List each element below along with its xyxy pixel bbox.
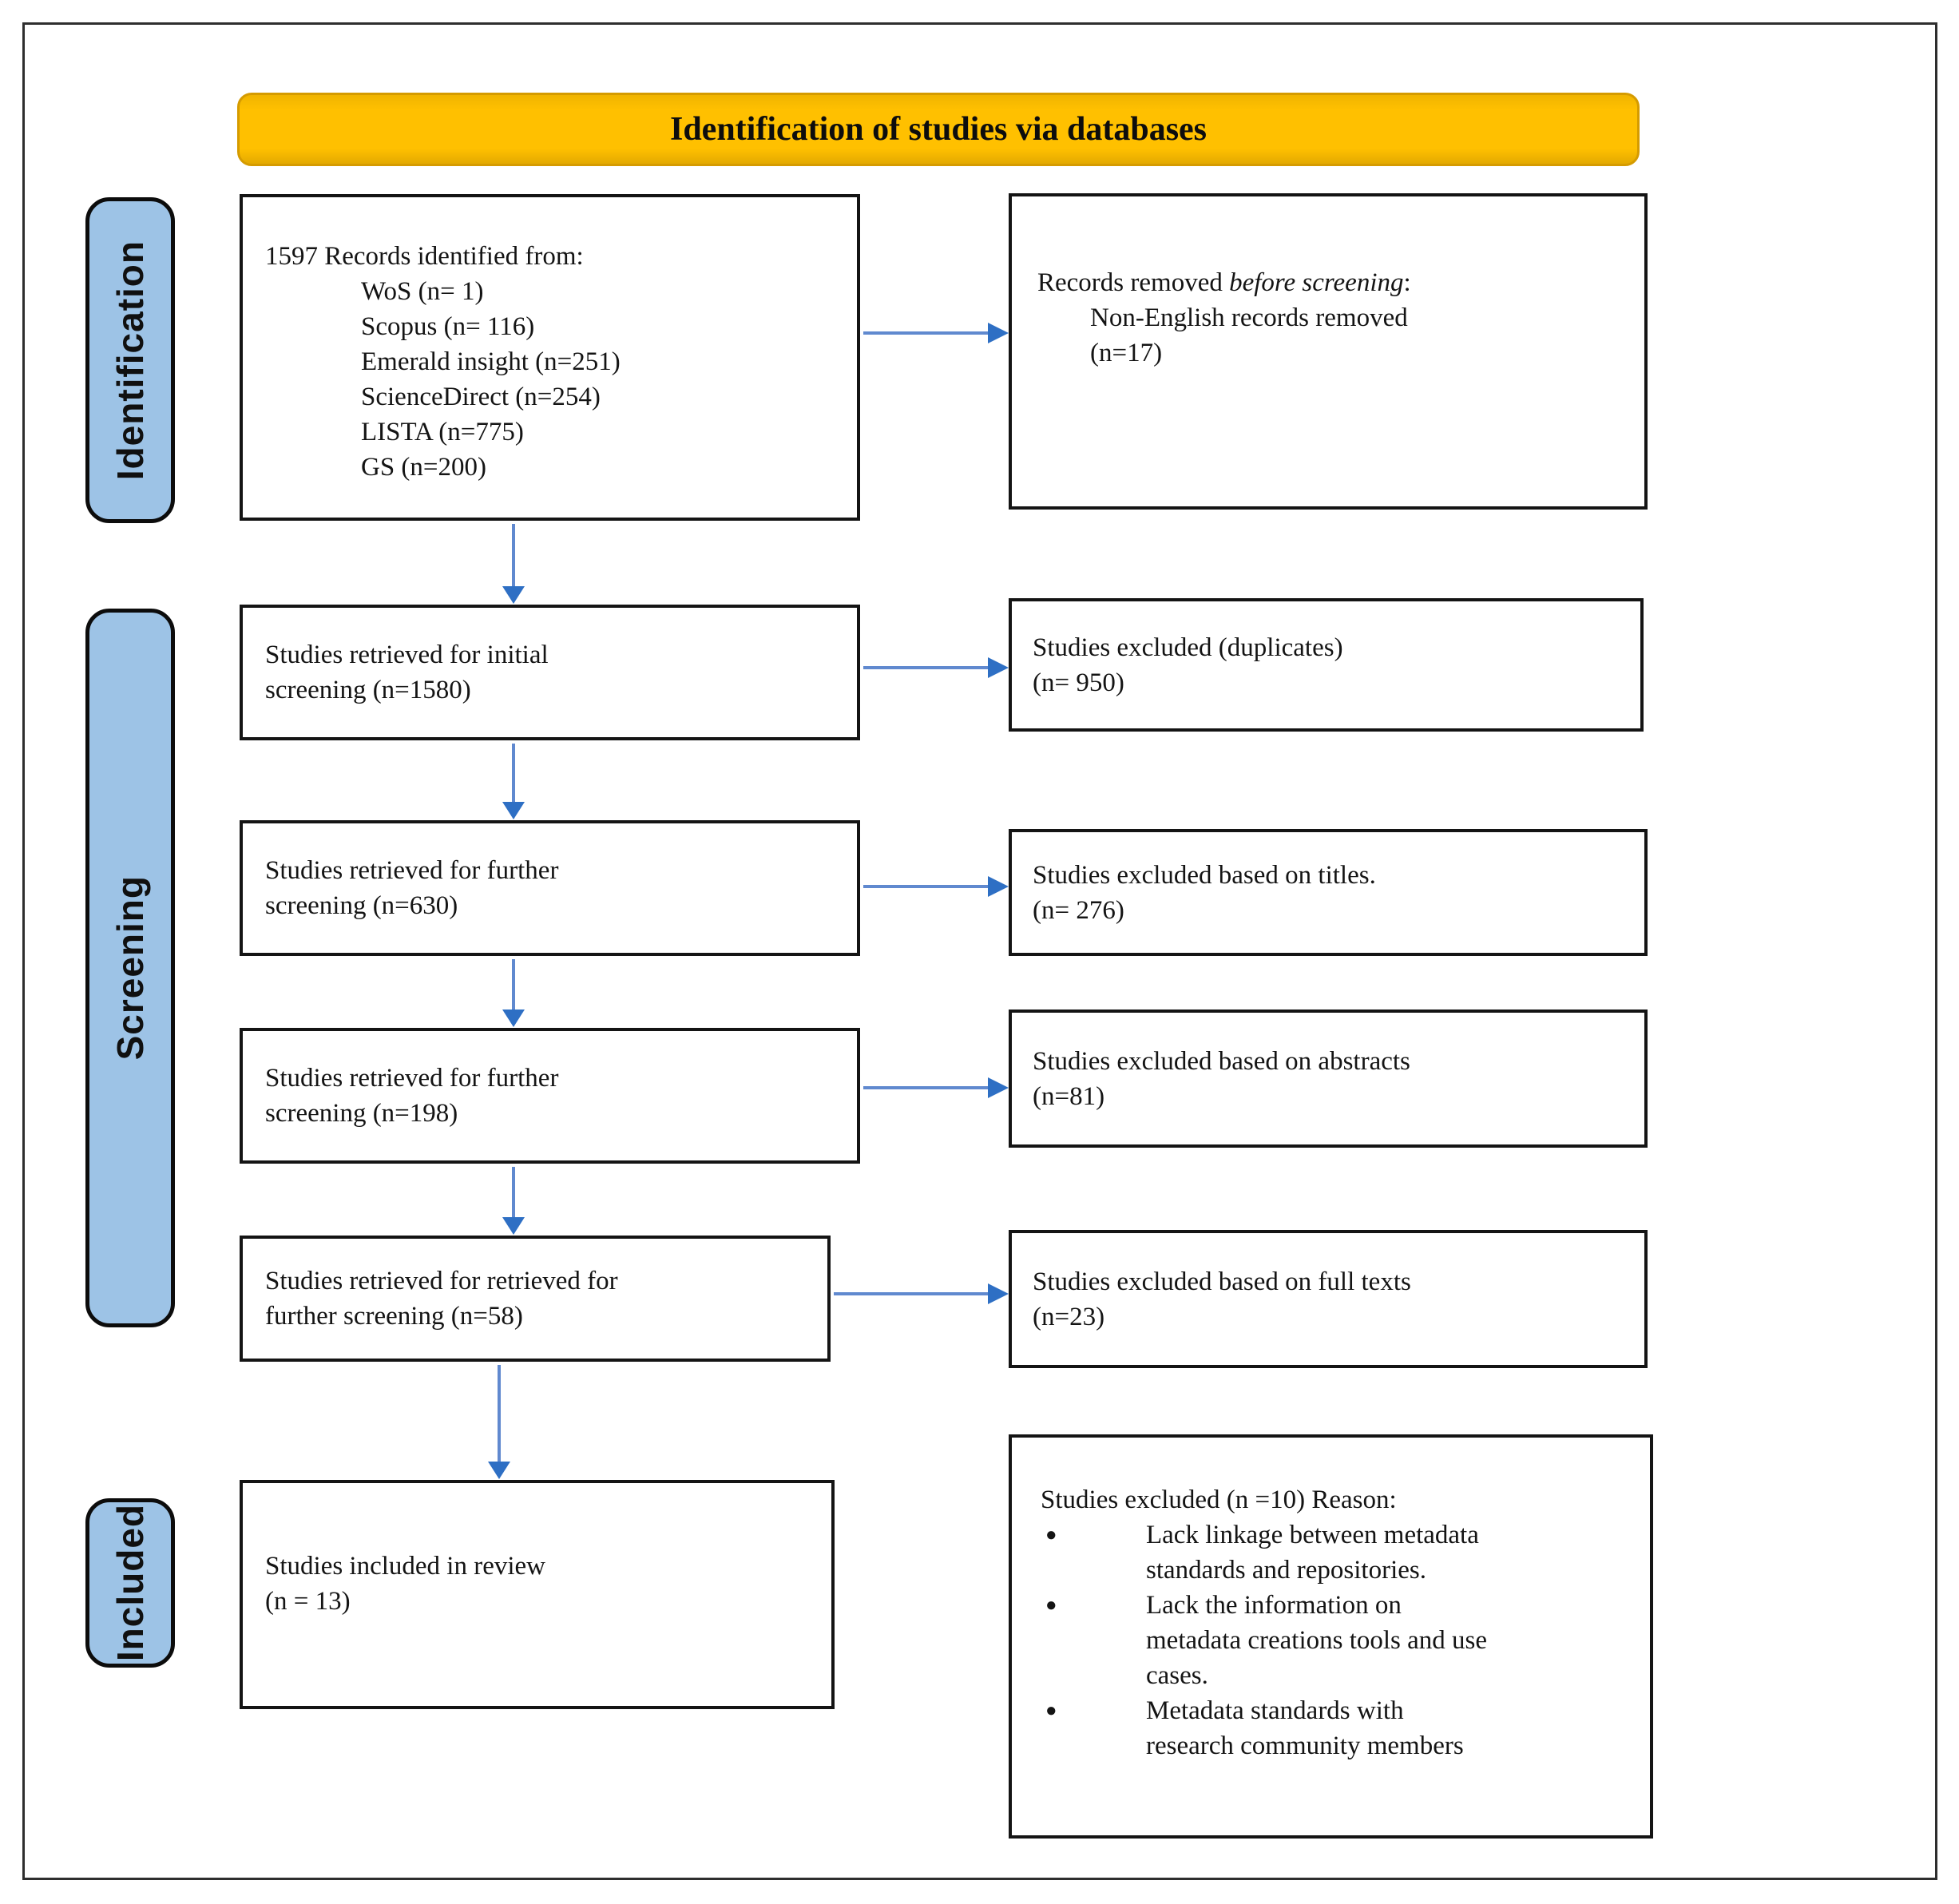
box-excluded-abstracts: Studies excluded based on abstracts (n=8… — [1009, 1010, 1648, 1148]
source-item: WoS (n= 1) — [361, 277, 484, 306]
arrow-shaft — [498, 1365, 501, 1463]
arrow-initial-to-duplicates — [863, 657, 1009, 678]
box-text-line: metadata creations tools and use — [1146, 1626, 1488, 1655]
box-text-line: screening (n=630) — [265, 891, 458, 920]
box-included-review: Studies included in review (n = 13) — [240, 1480, 835, 1709]
stage-label-screening: Screening — [109, 875, 151, 1061]
box-text-line: Records removed before screening: — [1037, 265, 1633, 300]
box-text-line: (n=17) — [1090, 339, 1163, 367]
arrowhead-icon — [988, 657, 1009, 678]
arrow-shaft — [512, 1167, 515, 1219]
box-text-line: further screening (n=58) — [265, 1302, 523, 1331]
arrow-shaft — [512, 744, 515, 803]
box-text-line: standards and repositories. — [1146, 1556, 1426, 1585]
box-removed-before-screening: Records removed before screening: Non-En… — [1009, 193, 1648, 510]
source-item: Emerald insight (n=251) — [361, 347, 621, 376]
reason-text: Lack the information on metadata creatio… — [1146, 1588, 1487, 1693]
arrow-shaft — [863, 1086, 991, 1089]
source-item: GS (n=200) — [361, 453, 487, 482]
source-item: LISTA (n=775) — [361, 418, 524, 446]
reason-text: Lack linkage between metadata standards … — [1146, 1517, 1479, 1588]
stage-tab-included: Included — [85, 1498, 175, 1668]
arrow-58-to-included — [488, 1365, 510, 1479]
arrow-initial-to-630 — [502, 744, 525, 819]
removed-emphasis: before screening — [1229, 268, 1404, 297]
box-excluded-reasons: Studies excluded (n =10) Reason: ● Lack … — [1009, 1434, 1653, 1839]
arrow-shaft — [863, 331, 991, 335]
box-text-line: screening (n=1580) — [265, 676, 471, 704]
stage-tab-screening: Screening — [85, 609, 175, 1327]
arrow-630-to-198 — [502, 959, 525, 1027]
arrowhead-icon — [488, 1462, 510, 1479]
arrowhead-icon — [502, 586, 525, 604]
box-excluded-titles: Studies excluded based on titles. (n= 27… — [1009, 829, 1648, 956]
box-further-screening-198: Studies retrieved for further screening … — [240, 1028, 860, 1164]
box-text-line: Non-English records removed — [1090, 303, 1408, 332]
box-text-line: Studies excluded based on abstracts — [1033, 1046, 1410, 1076]
box-text-line: screening (n=198) — [265, 1099, 458, 1128]
arrowhead-icon — [988, 1283, 1009, 1304]
box-initial-screening: Studies retrieved for initial screening … — [240, 605, 860, 740]
box-records-identified: 1597 Records identified from: WoS (n= 1)… — [240, 194, 860, 521]
arrow-630-to-titles — [863, 876, 1009, 897]
arrow-shaft — [834, 1292, 991, 1295]
arrow-shaft — [512, 959, 515, 1011]
box-text-line: Studies excluded (duplicates) — [1033, 633, 1343, 662]
box-text-line: Studies excluded based on full texts — [1033, 1267, 1411, 1296]
header-banner: Identification of studies via databases — [237, 93, 1640, 166]
box-excluded-duplicates: Studies excluded (duplicates) (n= 950) — [1009, 598, 1644, 732]
arrowhead-icon — [502, 1217, 525, 1235]
box-text-line: cases. — [1146, 1661, 1208, 1690]
arrow-shaft — [512, 524, 515, 588]
box-text-line: Lack the information on — [1146, 1591, 1402, 1620]
arrowhead-icon — [988, 323, 1009, 343]
stage-label-identification: Identification — [109, 240, 151, 481]
excluded-reasons-title: Studies excluded (n =10) Reason: — [1041, 1486, 1397, 1514]
box-text-line: Metadata standards with — [1146, 1696, 1404, 1725]
reason-bullet-item: ● Lack the information on metadata creat… — [1041, 1588, 1634, 1693]
removed-prefix: Records removed — [1037, 268, 1230, 297]
box-further-screening-630: Studies retrieved for further screening … — [240, 820, 860, 956]
box-text-line: (n=81) — [1033, 1081, 1105, 1111]
arrowhead-icon — [502, 802, 525, 819]
header-title: Identification of studies via databases — [669, 111, 1208, 148]
source-item: ScienceDirect (n=254) — [361, 383, 601, 411]
box-text-line: Lack linkage between metadata — [1146, 1521, 1479, 1549]
removed-suffix: : — [1403, 268, 1411, 297]
box-further-screening-58: Studies retrieved for retrieved for furt… — [240, 1236, 831, 1362]
box-text-line: (n= 276) — [1033, 895, 1124, 925]
box-text-line: (n = 13) — [265, 1587, 351, 1616]
box-text-line: (n= 950) — [1033, 668, 1124, 697]
box-text-line: Studies included in review — [265, 1552, 546, 1581]
reason-bullet-item: ● Lack linkage between metadata standard… — [1041, 1517, 1634, 1588]
arrow-198-to-58 — [502, 1167, 525, 1235]
box-text-line: research community members — [1146, 1731, 1464, 1760]
box-excluded-full-texts: Studies excluded based on full texts (n=… — [1009, 1230, 1648, 1368]
arrow-identified-to-initial — [502, 524, 525, 604]
arrow-shaft — [863, 666, 991, 669]
box-text-line: Studies retrieved for initial — [265, 641, 549, 669]
arrow-58-to-full-texts — [834, 1283, 1009, 1304]
arrow-identified-to-removed — [863, 323, 1009, 343]
stage-tab-identification: Identification — [85, 197, 175, 523]
box-text-line: Studies retrieved for further — [265, 1064, 559, 1093]
bullet-icon: ● — [1045, 1595, 1057, 1616]
arrowhead-icon — [502, 1010, 525, 1027]
reason-text: Metadata standards with research communi… — [1146, 1693, 1464, 1763]
stage-label-included: Included — [109, 1504, 151, 1662]
source-item: Scopus (n= 116) — [361, 312, 535, 341]
arrowhead-icon — [988, 1077, 1009, 1098]
bullet-icon: ● — [1045, 1700, 1057, 1721]
arrowhead-icon — [988, 876, 1009, 897]
box-text-line: Studies retrieved for retrieved for — [265, 1267, 618, 1295]
box-text-line: (n=23) — [1033, 1302, 1105, 1331]
arrow-shaft — [863, 885, 991, 888]
box-text-line: Studies retrieved for further — [265, 856, 559, 885]
bullet-icon: ● — [1045, 1525, 1057, 1545]
reason-bullet-item: ● Metadata standards with research commu… — [1041, 1693, 1634, 1763]
box-text-line: Studies excluded based on titles. — [1033, 860, 1376, 890]
records-identified-title: 1597 Records identified from: — [265, 242, 584, 271]
arrow-198-to-abstracts — [863, 1077, 1009, 1098]
